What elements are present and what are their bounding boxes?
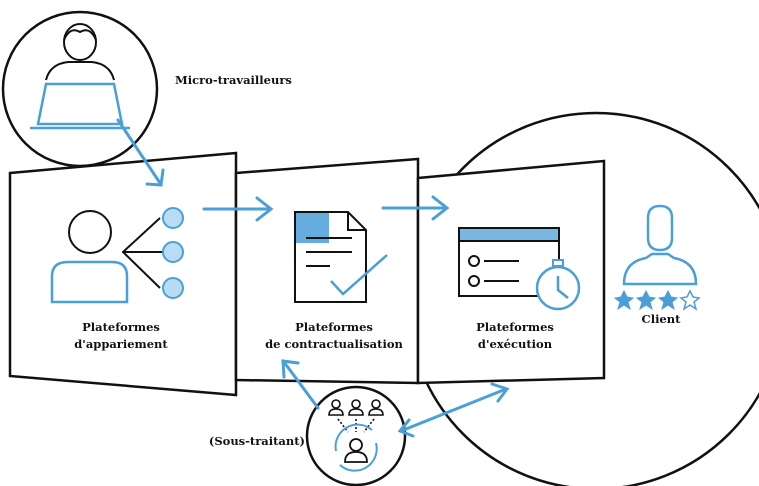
arrow-subcontractor-to-contracting — [281, 359, 320, 410]
contract-document-checkmark-icon — [294, 211, 388, 303]
panel-matching — [8, 151, 238, 397]
contracting-label-line1: Plateformes — [295, 320, 373, 334]
arrow-micro-to-matching — [116, 118, 165, 187]
client-label: Client — [642, 312, 682, 326]
contracting-label-line2: de contractualisation — [265, 337, 403, 351]
matching-label-line1: Plateformes — [82, 320, 160, 334]
person-network-icon — [50, 207, 184, 304]
matching-label-line2: d'appariement — [74, 337, 168, 351]
execution-label-line1: Plateformes — [476, 320, 554, 334]
double-arrow-subcontractor-client — [397, 382, 510, 438]
four-star-rating-icon — [613, 289, 701, 311]
subcontractor-circle — [305, 385, 407, 486]
subcontractor-label: (Sous-traitant) — [209, 434, 305, 448]
user-silhouette-icon — [622, 204, 698, 286]
group-rotating-person-icon — [328, 399, 384, 472]
person-at-laptop-icon — [30, 23, 130, 130]
arrow-contracting-to-execution — [381, 195, 450, 221]
arrow-matching-to-contracting — [202, 196, 274, 222]
micro-workers-label: Micro-travailleurs — [175, 73, 292, 87]
browser-window-stopwatch-icon — [458, 227, 581, 311]
execution-label-line2: d'exécution — [478, 337, 553, 351]
